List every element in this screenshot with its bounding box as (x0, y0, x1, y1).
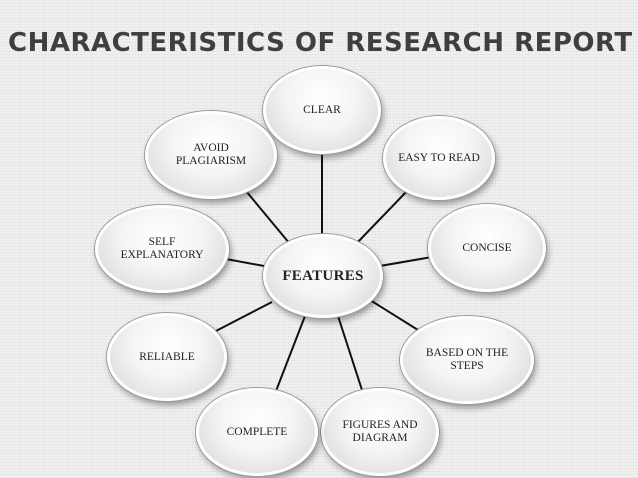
connector-reliable (213, 301, 273, 333)
node-features-center: FEATURES (263, 234, 383, 318)
connector-easy-to-read (355, 189, 409, 245)
node-clear-label: CLEAR (303, 103, 341, 116)
node-clear: CLEAR (263, 66, 381, 154)
node-avoid-plagiarism: AVOID PLAGIARISM (145, 111, 277, 199)
node-based-on-the-steps-label: BASED ON THE STEPS (425, 347, 509, 372)
node-figures-and-diagram: FIGURES AND DIAGRAM (321, 388, 439, 476)
node-self-explanatory: SELF EXPLANATORY (95, 205, 229, 293)
node-figures-and-diagram-label: FIGURES AND DIAGRAM (342, 419, 418, 444)
connector-self-explanatory (225, 258, 265, 267)
node-complete-label: COMPLETE (226, 425, 288, 438)
node-reliable-label: RELIABLE (139, 350, 195, 363)
node-self-explanatory-label: SELF EXPLANATORY (120, 236, 204, 261)
connector-avoid-plagiarism (245, 190, 291, 245)
connector-complete (275, 315, 306, 392)
connector-based-on-the-steps (369, 299, 419, 331)
node-based-on-the-steps: BASED ON THE STEPS (400, 316, 534, 404)
node-avoid-plagiarism-label: AVOID PLAGIARISM (175, 142, 247, 167)
node-easy-to-read-label: EASY TO READ (398, 151, 480, 164)
node-reliable: RELIABLE (107, 313, 227, 401)
node-complete: COMPLETE (196, 388, 318, 476)
slide-title: CHARACTERISTICS OF RESEARCH REPORT (8, 28, 633, 58)
node-concise-label: CONCISE (462, 241, 512, 254)
node-easy-to-read: EASY TO READ (383, 116, 495, 200)
connector-concise (379, 256, 433, 267)
node-features-label: FEATURES (282, 267, 364, 284)
connector-figures-and-diagram (337, 315, 363, 391)
node-concise: CONCISE (428, 204, 546, 292)
